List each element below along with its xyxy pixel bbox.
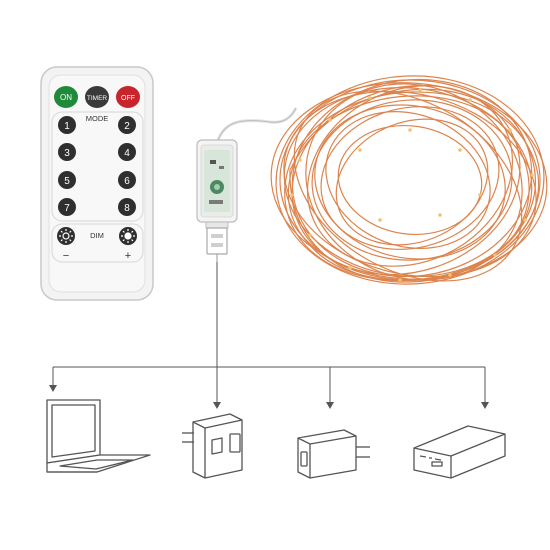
- sun-bright-icon: [121, 229, 135, 243]
- dim-label: DIM: [90, 231, 104, 240]
- dim-down-button[interactable]: [57, 227, 75, 245]
- on-label: ON: [60, 93, 72, 102]
- controller-box-icon: [196, 139, 238, 223]
- mode-button-label: 6: [124, 176, 130, 187]
- mode-button-7[interactable]: 7: [58, 198, 76, 216]
- mode-button-label: 1: [64, 121, 70, 132]
- mode-button-label: 4: [124, 148, 130, 159]
- mode-button-8[interactable]: 8: [118, 198, 136, 216]
- mode-label: MODE: [86, 114, 109, 123]
- arrowheads: [49, 385, 489, 409]
- mode-button-label: 5: [64, 176, 70, 187]
- sun-dim-icon: [59, 229, 73, 243]
- wall-adapter-icon: [182, 413, 243, 479]
- arrow-down-icon: [481, 402, 489, 409]
- usb-charger-icon: [297, 429, 370, 479]
- mode-button-4[interactable]: 4: [118, 143, 136, 161]
- on-button[interactable]: ON: [54, 86, 78, 108]
- mode-button-label: 7: [64, 203, 70, 214]
- arrow-down-icon: [326, 402, 334, 409]
- led-dots: [290, 88, 534, 282]
- remote-control: ON TIMER OFF MODE 1 2 3 4 5 6 7 8 DIM: [40, 66, 154, 301]
- mode-button-label: 2: [124, 121, 130, 132]
- timer-button[interactable]: TIMER: [85, 86, 109, 108]
- arrow-down-icon: [49, 385, 57, 392]
- mode-button-3[interactable]: 3: [58, 143, 76, 161]
- mode-button-6[interactable]: 6: [118, 171, 136, 189]
- arrow-down-icon: [213, 402, 221, 409]
- off-button[interactable]: OFF: [116, 86, 140, 108]
- usb-plug-icon: [205, 221, 229, 262]
- power-bank-icon: [413, 425, 506, 479]
- mode-button-label: 3: [64, 148, 70, 159]
- mode-button-1[interactable]: 1: [58, 116, 76, 134]
- dim-up-button[interactable]: [119, 227, 137, 245]
- laptop-icon: [46, 399, 151, 473]
- plus-label: +: [125, 250, 131, 262]
- off-label: OFF: [121, 95, 135, 102]
- lead-wire-outline: [217, 107, 297, 141]
- connection-lines: [52, 262, 486, 402]
- mode-button-5[interactable]: 5: [58, 171, 76, 189]
- copper-wire-coil: [270, 75, 548, 285]
- mode-button-2[interactable]: 2: [118, 116, 136, 134]
- minus-label: −: [63, 250, 69, 262]
- mode-button-label: 8: [124, 203, 130, 214]
- timer-label: TIMER: [87, 95, 108, 102]
